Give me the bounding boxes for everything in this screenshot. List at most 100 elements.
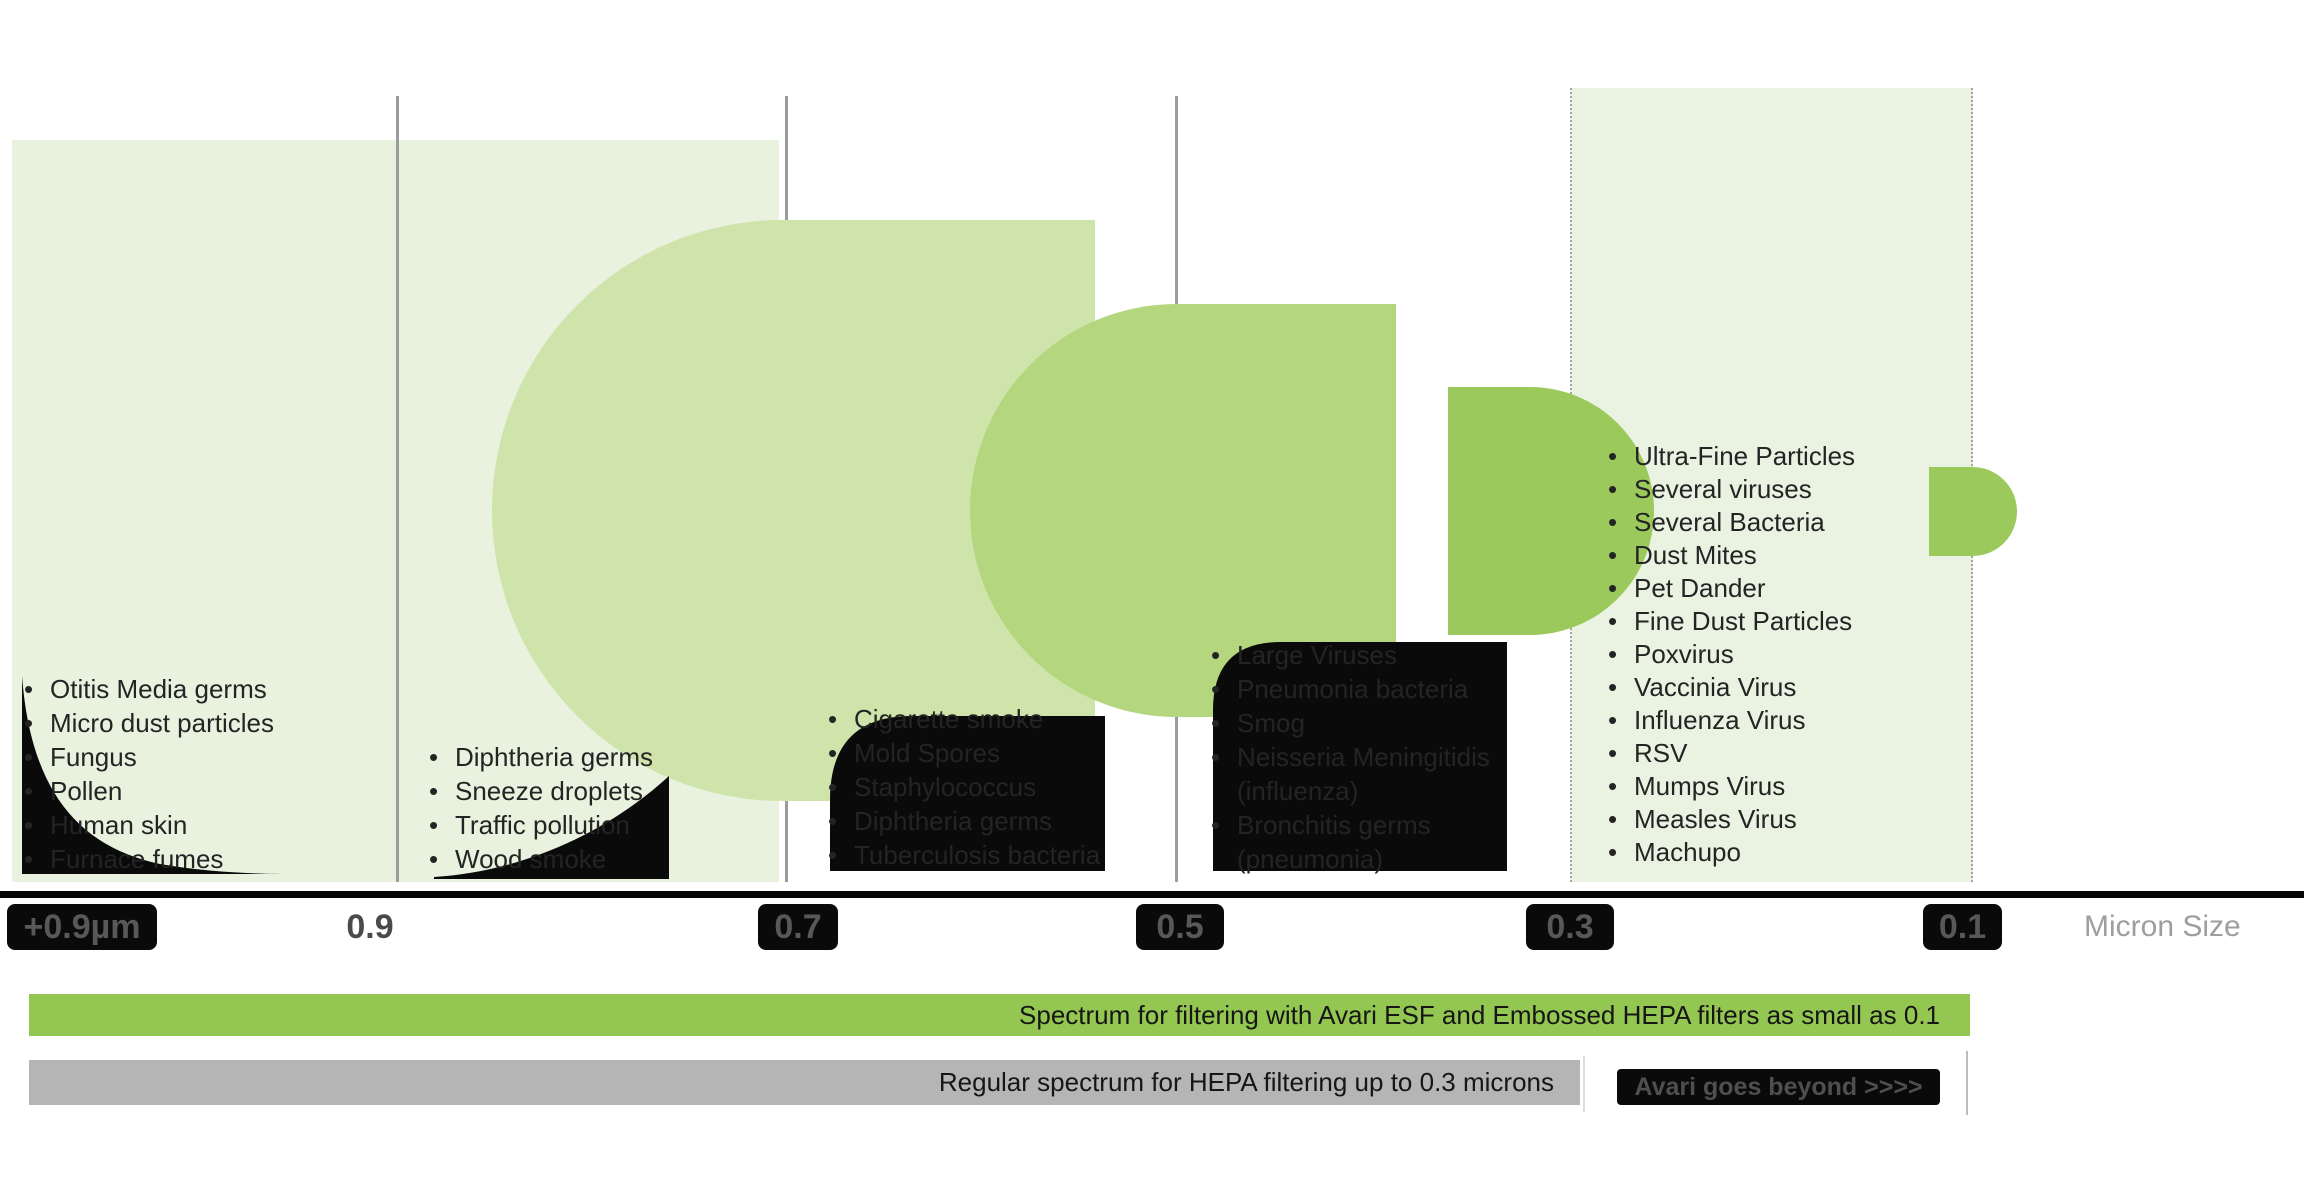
bullet-icon: • <box>24 810 34 840</box>
particle-list-item: • Cigarette smoke <box>828 702 1100 736</box>
particle-label: Ultra-Fine Particles <box>1634 441 1856 471</box>
particle-label: Influenza Virus <box>1634 705 1806 735</box>
bullet-icon: • <box>429 742 439 772</box>
particle-label: Vaccinia Virus <box>1634 672 1797 702</box>
bullet-icon: • <box>828 738 838 768</box>
particle-label: Several Bacteria <box>1634 507 1825 537</box>
particle-list-item: • Human skin <box>24 808 274 842</box>
particle-label: (pneumonia) <box>1237 844 1383 874</box>
legend-divider-right <box>1966 1051 1968 1115</box>
particle-list-item: • Influenza Virus <box>1608 704 1855 737</box>
particle-list-item: • Mumps Virus <box>1608 770 1855 803</box>
particle-list-item: •Traffic pollution <box>429 808 653 842</box>
particle-label: Otitis Media germs <box>50 674 267 704</box>
particle-label: Pollen <box>50 776 123 806</box>
particle-list-item: •(influenza) <box>1211 774 1490 808</box>
particle-list-0-9: •Diphtheria germs•Sneeze droplets•Traffi… <box>429 740 653 876</box>
bullet-icon: • <box>1608 771 1618 801</box>
particle-list-item: •Staphylococcus <box>828 770 1100 804</box>
particle-list-item: • Ultra-Fine Particles <box>1608 440 1855 473</box>
spectrum-shape-0-1 <box>1929 467 2017 556</box>
particle-list-item: • Several Bacteria <box>1608 506 1855 539</box>
bullet-icon: • <box>1211 810 1221 840</box>
particle-list-item: • Otitis Media germs <box>24 672 274 706</box>
particle-label: Diphtheria germs <box>854 806 1052 836</box>
particle-label: Human skin <box>50 810 188 840</box>
particle-list-item: • Pneumonia bacteria <box>1211 672 1490 706</box>
tick-label-0-9um-plus: +0.9µm <box>7 904 157 950</box>
particle-label: Traffic pollution <box>455 810 630 840</box>
particle-list-0-3-to-0-1: •Ultra-Fine Particles•Several viruses•Se… <box>1608 440 1855 869</box>
particle-label: Sneeze droplets <box>455 776 643 806</box>
bullet-icon: • <box>1211 640 1221 670</box>
particle-list-item: • Fine Dust Particles <box>1608 605 1855 638</box>
particle-list-item: •Large Viruses <box>1211 638 1490 672</box>
avari-beyond-label: Avari goes beyond >>>> <box>1634 1072 1923 1101</box>
bullet-icon: • <box>1608 573 1618 603</box>
particle-list-item: • Diphtheria germs <box>429 740 653 774</box>
bullet-icon: • <box>1608 606 1618 636</box>
bullet-icon: • <box>1608 705 1618 735</box>
bullet-icon: • <box>828 806 838 836</box>
avari-beyond-badge: Avari goes beyond >>>> <box>1617 1069 1940 1105</box>
bullet-icon: • <box>24 708 34 738</box>
tick-label-0-5: 0.5 <box>1136 904 1224 950</box>
particle-list-item: • Dust Mites <box>1608 539 1855 572</box>
particle-label: Bronchitis germs <box>1237 810 1431 840</box>
bullet-icon: • <box>1608 804 1618 834</box>
particle-list-item: •Smog <box>1211 706 1490 740</box>
bullet-icon: • <box>828 772 838 802</box>
particle-label: Mumps Virus <box>1634 771 1786 801</box>
particle-label: Fine Dust Particles <box>1634 606 1853 636</box>
bullet-icon: • <box>1608 540 1618 570</box>
bullet-icon: • <box>1608 507 1618 537</box>
particle-list-0-7: • Cigarette smoke • Mold Spores•Staphylococ… <box>828 702 1100 872</box>
avari-spectrum-label: Spectrum for filtering with Avari ESF an… <box>1019 999 1940 1030</box>
particle-label: Fungus <box>50 742 137 772</box>
tick-label-0-7: 0.7 <box>758 904 838 950</box>
particle-label: Micro dust particles <box>50 708 274 738</box>
particle-list-item: •Several viruses <box>1608 473 1855 506</box>
particle-label: Dust Mites <box>1634 540 1757 570</box>
particle-list-item: •Neisseria Meningitidis <box>1211 740 1490 774</box>
particle-list-item: • Pollen <box>24 774 274 808</box>
particle-label: Mold Spores <box>854 738 1000 768</box>
particle-label: Machupo <box>1634 837 1741 867</box>
tick-label-0-3: 0.3 <box>1526 904 1614 950</box>
particle-label: Wood smoke <box>455 844 607 874</box>
particle-list-item: • Vaccinia Virus <box>1608 671 1855 704</box>
bullet-icon: • <box>828 704 838 734</box>
particle-list-over-0-9: • Otitis Media germs • Micro dust particles… <box>24 672 274 876</box>
bullet-icon: • <box>24 674 34 704</box>
particle-label: Smog <box>1237 708 1305 738</box>
hepa-spectrum-bar: Regular spectrum for HEPA filtering up t… <box>29 1060 1580 1105</box>
particle-list-item: • Wood smoke <box>429 842 653 876</box>
particle-list-item: • Pet Dander <box>1608 572 1855 605</box>
bullet-icon: • <box>24 776 34 806</box>
particle-list-item: • Measles Virus <box>1608 803 1855 836</box>
axis-line <box>0 891 2304 898</box>
particle-label: Pneumonia bacteria <box>1237 674 1469 704</box>
particle-label: Diphtheria germs <box>455 742 653 772</box>
particle-label: Neisseria Meningitidis <box>1237 742 1490 772</box>
tick-label-0-1: 0.1 <box>1923 904 2002 950</box>
bullet-icon: • <box>1608 738 1618 768</box>
particle-label: Poxvirus <box>1634 639 1734 669</box>
particle-list-item: • Micro dust particles <box>24 706 274 740</box>
particle-list-item: • Sneeze droplets <box>429 774 653 808</box>
particle-list-item: • Mold Spores <box>828 736 1100 770</box>
particle-label: Cigarette smoke <box>854 704 1044 734</box>
particle-list-item: • Bronchitis germs <box>1211 808 1490 842</box>
bullet-icon: • <box>1608 639 1618 669</box>
particle-list-item: • Diphtheria germs <box>828 804 1100 838</box>
bullet-icon: • <box>429 844 439 874</box>
particle-label: RSV <box>1634 738 1688 768</box>
particle-label: Measles Virus <box>1634 804 1797 834</box>
bullet-icon: • <box>429 776 439 806</box>
bullet-icon: • <box>1608 672 1618 702</box>
particle-label: Pet Dander <box>1634 573 1766 603</box>
particle-label: Several viruses <box>1634 474 1812 504</box>
bullet-icon: • <box>1211 674 1221 704</box>
bullet-icon: • <box>1608 441 1618 471</box>
gridline-0-9 <box>396 96 399 882</box>
